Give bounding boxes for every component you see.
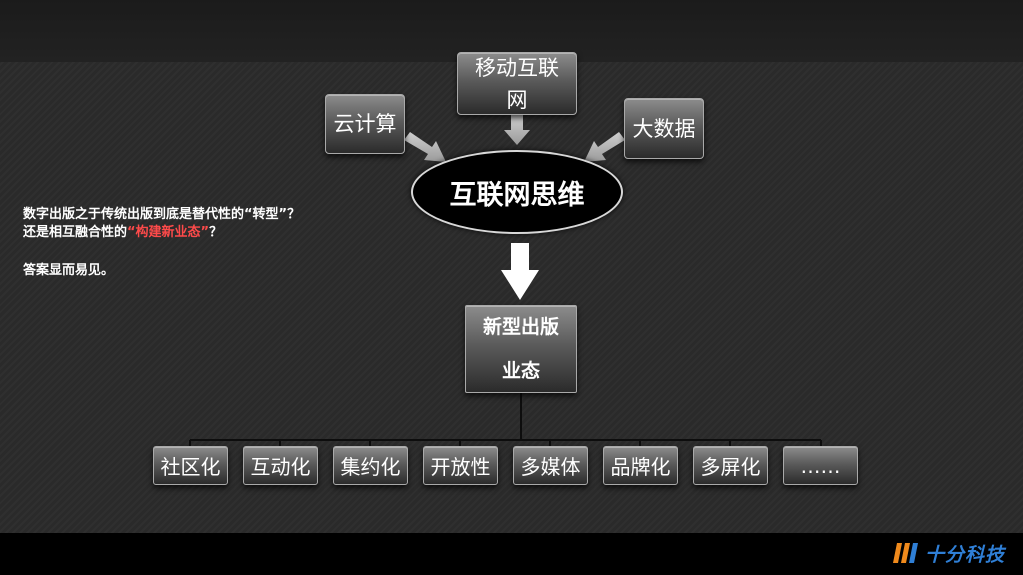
node-bigdata-label: 大数据 xyxy=(632,116,696,141)
category-label: …… xyxy=(800,453,841,478)
category-node: 多媒体 xyxy=(513,446,588,485)
node-result-line2: 业态 xyxy=(501,360,540,382)
node-center-label: 互联网思维 xyxy=(449,179,585,211)
brand-logo-text: 十分科技 xyxy=(924,543,1005,566)
category-node: 开放性 xyxy=(423,446,498,485)
text-line-2-prefix: 还是相互融合性的 xyxy=(23,225,128,240)
logo-mark-icon xyxy=(892,543,918,563)
text-line-2-highlight: “构建新业态” xyxy=(127,225,210,240)
text-line-3-content: 答案显而易见。 xyxy=(23,263,115,278)
category-label: 开放性 xyxy=(430,455,491,479)
arrow-mobile-to-center xyxy=(504,115,530,145)
category-label: 社区化 xyxy=(160,455,221,479)
category-node: 互动化 xyxy=(243,446,318,485)
node-internet-thinking: 互联网思维 xyxy=(411,150,623,234)
category-node: 多屏化 xyxy=(693,446,768,485)
arrow-bigdata-to-center xyxy=(584,132,625,162)
text-line-2: 还是相互融合性的“构建新业态”？ xyxy=(23,221,222,240)
node-big-data: 大数据 xyxy=(624,98,704,159)
category-node: 社区化 xyxy=(153,446,228,485)
node-cloud-label: 云计算 xyxy=(333,112,397,136)
text-line-2-suffix: ？ xyxy=(209,225,223,240)
category-label: 多屏化 xyxy=(700,455,761,479)
tree-branches xyxy=(189,440,822,447)
arrow-cloud-to-center xyxy=(404,132,446,162)
bottom-band xyxy=(0,533,1023,575)
category-node: 集约化 xyxy=(333,446,408,485)
category-label: 集约化 xyxy=(340,455,401,479)
node-result-line1: 新型出版 xyxy=(482,316,559,338)
brand-logo: 十分科技 xyxy=(892,541,1005,566)
top-band xyxy=(0,0,1023,62)
node-cloud-computing: 云计算 xyxy=(325,94,405,154)
text-line-1: 数字出版之于传统出版到底是替代性的“转型”？ xyxy=(23,203,300,222)
category-node: …… xyxy=(783,446,858,485)
arrow-center-to-result xyxy=(501,243,539,300)
node-new-publishing-form: 新型出版 业态 xyxy=(465,305,577,393)
category-node: 品牌化 xyxy=(603,446,678,485)
text-line-3: 答案显而易见。 xyxy=(23,259,114,278)
text-line-1-content: 数字出版之于传统出版到底是替代性的“转型”？ xyxy=(23,207,301,222)
node-mobile-internet: 移动互联 网 xyxy=(457,52,577,115)
category-label: 品牌化 xyxy=(610,455,671,479)
node-mobile-line1: 移动互联 xyxy=(475,55,559,80)
category-label: 互动化 xyxy=(250,455,311,479)
node-mobile-line2: 网 xyxy=(506,87,528,112)
category-label: 多媒体 xyxy=(520,455,581,479)
